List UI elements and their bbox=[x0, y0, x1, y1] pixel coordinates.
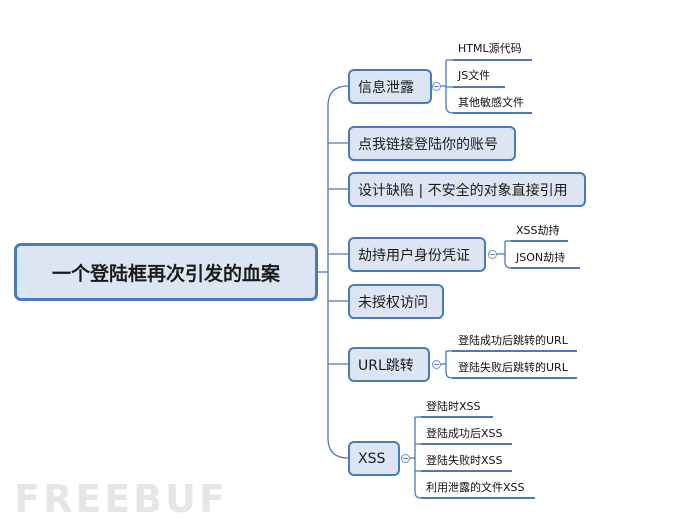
leaf-redirect-failure: 登陆失败后跳转的URL bbox=[458, 361, 568, 374]
collapse-toggle-icon[interactable] bbox=[488, 250, 497, 259]
branch-label: 信息泄露 bbox=[358, 79, 414, 96]
leaf-xss-hijack: XSS劫持 bbox=[516, 224, 560, 237]
leaf-redirect-success: 登陆成功后跳转的URL bbox=[458, 334, 568, 347]
leaf-sensitive-files: 其他敏感文件 bbox=[458, 96, 524, 109]
collapse-toggle-icon[interactable] bbox=[401, 454, 410, 463]
branch-label: URL跳转 bbox=[358, 357, 414, 374]
leaf-xss-leaked-file: 利用泄露的文件XSS bbox=[426, 481, 525, 494]
leaf-json-hijack: JSON劫持 bbox=[516, 251, 566, 264]
leaf-xss-on-failure: 登陆失败时XSS bbox=[426, 454, 503, 467]
branch-hijack: 劫持用户身份凭证 bbox=[348, 237, 486, 272]
branch-info-leak: 信息泄露 bbox=[348, 69, 432, 104]
branch-unauth: 未授权访问 bbox=[348, 284, 444, 319]
freebuf-watermark: FREEBUF bbox=[14, 477, 228, 521]
root-label: 一个登陆框再次引发的血案 bbox=[51, 262, 280, 285]
branch-label: XSS bbox=[358, 450, 386, 467]
branch-label: 劫持用户身份凭证 bbox=[358, 247, 470, 264]
collapse-toggle-icon[interactable] bbox=[432, 360, 441, 369]
leaf-html-source: HTML源代码 bbox=[458, 42, 522, 55]
root-node: 一个登陆框再次引发的血案 bbox=[14, 243, 318, 301]
branch-xss: XSS bbox=[348, 441, 400, 476]
child-bracket bbox=[504, 241, 512, 269]
leaf-xss-login: 登陆时XSS bbox=[426, 400, 481, 413]
branch-url-redirect: URL跳转 bbox=[348, 347, 430, 382]
child-bracket bbox=[414, 417, 422, 499]
child-bracket bbox=[445, 60, 454, 114]
trunk-connector bbox=[327, 85, 349, 459]
leaf-xss-after-success: 登陆成功后XSS bbox=[426, 427, 503, 440]
collapse-toggle-icon[interactable] bbox=[432, 82, 441, 91]
child-bracket bbox=[445, 351, 453, 379]
branch-label: 点我链接登陆你的账号 bbox=[358, 136, 498, 153]
branch-label: 未授权访问 bbox=[358, 294, 428, 311]
branch-design-flaw: 设计缺陷 | 不安全的对象直接引用 bbox=[348, 172, 586, 207]
branch-label: 设计缺陷 | 不安全的对象直接引用 bbox=[358, 182, 568, 199]
leaf-js-file: JS文件 bbox=[458, 69, 491, 82]
branch-click-link: 点我链接登陆你的账号 bbox=[348, 126, 516, 161]
watermark-text: FREEBUF bbox=[14, 477, 228, 521]
